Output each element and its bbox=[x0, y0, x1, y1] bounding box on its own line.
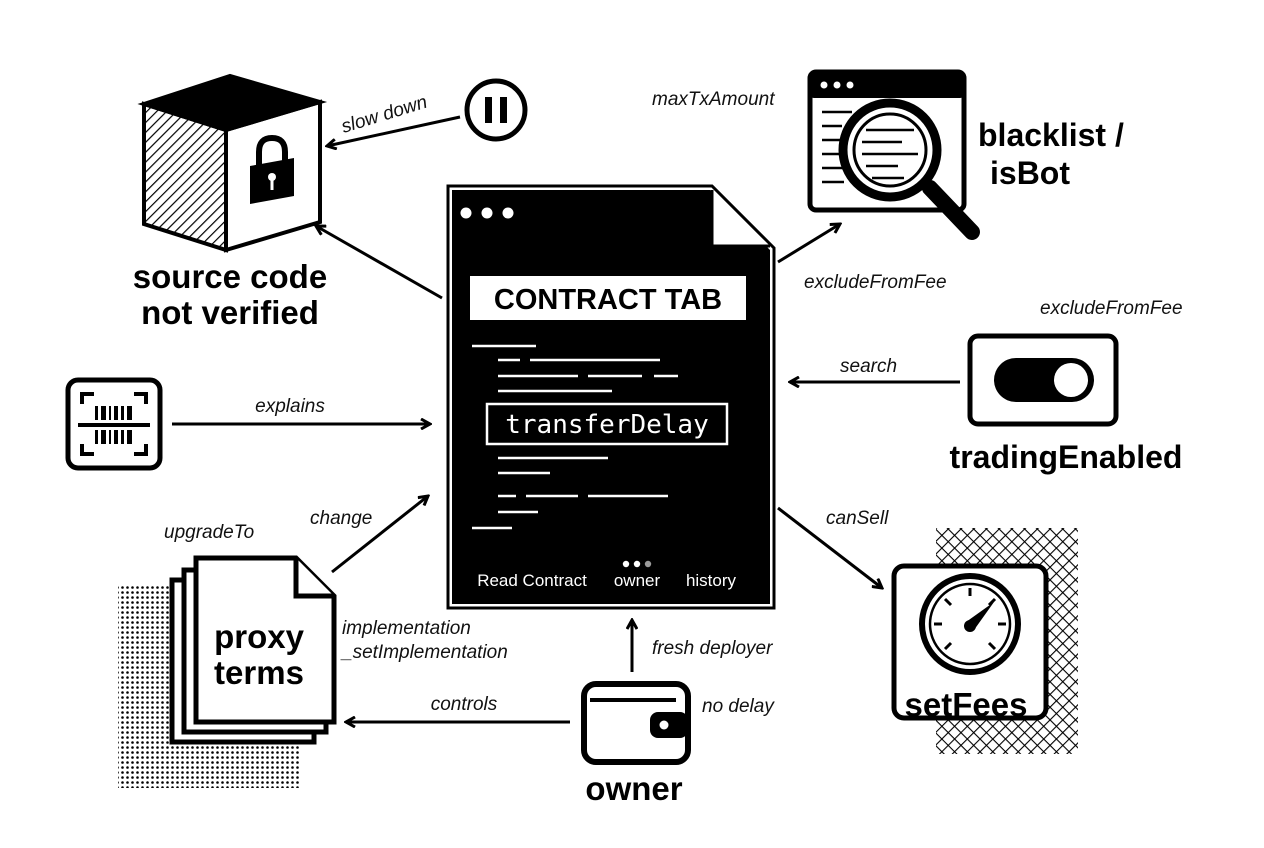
blacklist-label-line2: isBot bbox=[990, 155, 1070, 191]
pagination-dots-icon bbox=[622, 560, 652, 568]
gauge-icon bbox=[919, 573, 1021, 675]
proxy-label-line1: proxy bbox=[214, 618, 305, 655]
window-dots-icon bbox=[460, 207, 514, 219]
label-implementation: implementation bbox=[342, 618, 471, 639]
document-stack-icon bbox=[169, 555, 337, 745]
label-no-delay: no delay bbox=[702, 696, 775, 717]
label-upgrade-to: upgradeTo bbox=[164, 522, 254, 543]
wallet-icon[interactable] bbox=[581, 681, 691, 765]
toggle-node: tradingEnabled bbox=[950, 333, 1183, 475]
arrow-source-code bbox=[316, 226, 443, 300]
arrow-exclude-from-fee bbox=[777, 224, 840, 264]
contract-tab-title: CONTRACT TAB bbox=[494, 284, 722, 316]
label-fresh-deployer: fresh deployer bbox=[652, 638, 773, 659]
source-code-label-line2: not verified bbox=[141, 294, 319, 331]
locked-cube-node: source code not verified bbox=[133, 73, 327, 331]
function-name: transferDelay bbox=[505, 410, 709, 440]
owner-label: owner bbox=[585, 770, 682, 807]
label-change: change bbox=[310, 508, 372, 529]
blacklist-node: blacklist / isBot bbox=[807, 69, 1124, 240]
label-exclude-from-fee-2: excludeFromFee bbox=[1040, 298, 1183, 319]
pause-icon[interactable] bbox=[464, 78, 528, 142]
proxy-label-line2: terms bbox=[214, 654, 304, 691]
barcode-node bbox=[65, 377, 163, 471]
label-slow-down: slow down bbox=[339, 92, 430, 138]
arrow-change bbox=[331, 496, 428, 574]
tab-history[interactable]: history bbox=[686, 571, 737, 590]
tab-owner[interactable]: owner bbox=[614, 571, 661, 590]
tab-read-contract[interactable]: Read Contract bbox=[477, 571, 587, 590]
arrow-can-sell bbox=[777, 506, 882, 588]
label-max-tx-amount: maxTxAmount bbox=[652, 89, 775, 110]
label-explains: explains bbox=[255, 396, 325, 417]
label-set-implementation: _setImplementation bbox=[340, 642, 508, 663]
source-code-label-line1: source code bbox=[133, 258, 327, 295]
set-fees-label: setFees bbox=[905, 686, 1028, 723]
label-can-sell: canSell bbox=[826, 508, 889, 529]
trading-enabled-label: tradingEnabled bbox=[950, 439, 1183, 475]
label-controls: controls bbox=[431, 694, 498, 715]
magnifier-icon bbox=[838, 98, 980, 240]
label-exclude-from-fee-1: excludeFromFee bbox=[804, 272, 947, 293]
lock-icon bbox=[250, 134, 294, 204]
label-search: search bbox=[840, 356, 897, 377]
code-lines bbox=[472, 344, 678, 530]
arrow-slow-down bbox=[327, 115, 461, 146]
toggle-icon[interactable] bbox=[994, 358, 1094, 402]
gauge-node: setFees bbox=[891, 528, 1078, 754]
contract-tab-document: CONTRACT TAB transferDelay Read Contract… bbox=[446, 184, 776, 610]
blacklist-label-line1: blacklist / bbox=[978, 117, 1124, 153]
barcode-scan-icon bbox=[78, 392, 150, 456]
